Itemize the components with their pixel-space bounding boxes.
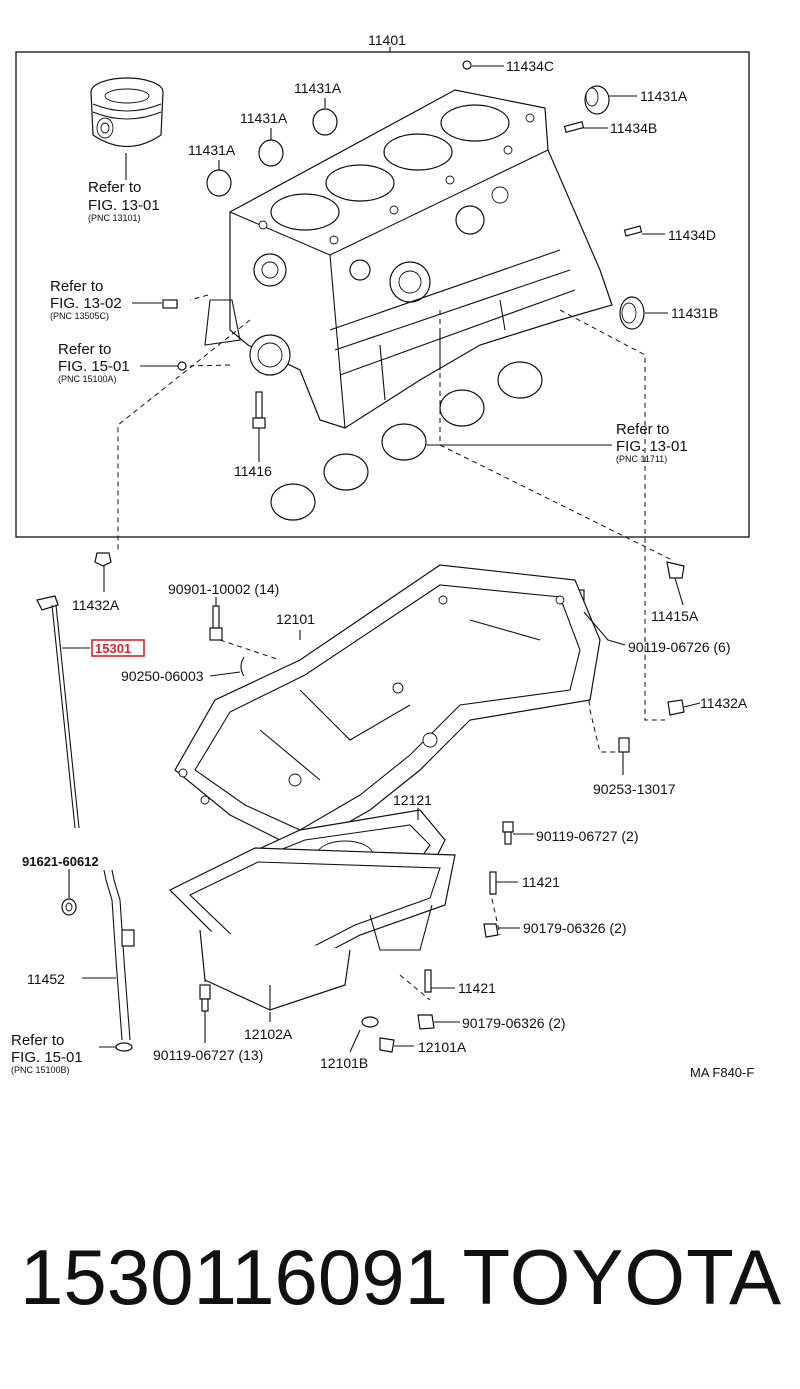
callout-91621-60612: 91621-60612	[22, 854, 99, 869]
ref-15-01a-line2: FIG. 15-01	[58, 358, 130, 375]
oil-pan-upper-12101	[174, 564, 601, 851]
callout-90119-06727-b: 90119-06727 (13)	[153, 1047, 263, 1063]
block-leader-lines	[125, 65, 668, 462]
highlight-box-15301	[91, 639, 145, 657]
assembly-number: 11401	[368, 32, 406, 48]
bolt-90901	[209, 605, 223, 641]
stud-11421-b	[424, 969, 432, 993]
callout-12102A: 12102A	[244, 1026, 293, 1042]
block-group-frame	[15, 51, 750, 538]
ref-bearing-line2: FIG. 13-01	[616, 438, 688, 455]
callout-11434C: 11434C	[506, 58, 554, 74]
ref-15-01b-line2: FIG. 15-01	[11, 1049, 83, 1066]
callout-11416: 11416	[234, 463, 272, 479]
callout-11421-a: 11421	[522, 874, 560, 890]
plug-11432A-left	[94, 552, 112, 567]
callout-90119-06726: 90119-06726 (6)	[628, 639, 730, 655]
drain-plug-12101A	[379, 1037, 395, 1053]
oil-dipstick-15301	[36, 595, 80, 829]
callout-11431A-1: 11431A	[294, 80, 342, 96]
ref-13-02-pnc: (PNC 13505C)	[50, 311, 109, 321]
ref-15-01a-pnc: (PNC 15100A)	[58, 374, 117, 384]
callout-12101B: 12101B	[320, 1055, 368, 1071]
callout-90250-06003: 90250-06003	[121, 668, 204, 684]
callout-11434D: 11434D	[668, 227, 716, 243]
callout-11432A-left: 11432A	[72, 597, 120, 613]
callout-11452: 11452	[27, 971, 65, 987]
callout-90253-13017: 90253-13017	[593, 781, 676, 797]
lower-leader-lines	[62, 566, 701, 1053]
callout-12101: 12101	[276, 611, 315, 627]
pin-11434D	[623, 225, 643, 237]
callout-11431A-3: 11431A	[188, 142, 236, 158]
footer-part-number: 1530116091	[20, 1233, 449, 1321]
ref-15-01a-line1: Refer to	[58, 341, 111, 358]
callout-11421-b: 11421	[458, 980, 496, 996]
callout-90179-06326-a: 90179-06326 (2)	[523, 920, 627, 936]
oil-pan-lower-12102A	[168, 847, 456, 1011]
callout-12121: 12121	[393, 792, 432, 808]
plug-11432A-right	[667, 699, 685, 716]
ref-bearing-pnc: (PNC 11711)	[616, 454, 667, 464]
plug-11434C	[462, 60, 472, 70]
clip-90250	[240, 656, 245, 677]
cup-plug-11431A-2	[258, 139, 284, 167]
footer-brand: TOYOTA	[462, 1233, 782, 1321]
fitting-15-01	[177, 361, 187, 371]
figure-code: MA F840-F	[690, 1065, 754, 1080]
plug-90179-a	[483, 923, 499, 938]
callout-11431A-top-right: 11431A	[640, 88, 688, 104]
ref-13-02-line2: FIG. 13-02	[50, 295, 122, 312]
ref-piston-line2: FIG. 13-01	[88, 197, 160, 214]
callout-11434B: 11434B	[610, 120, 657, 136]
ref-15-01b-line1: Refer to	[11, 1032, 64, 1049]
cup-plug-11431B	[619, 296, 645, 330]
ref-piston-pnc: (PNC 13101)	[88, 213, 141, 223]
cup-plug-11431A-top-right	[584, 85, 610, 115]
cup-plug-11431A-1	[312, 108, 338, 136]
bolt-90253-13017	[618, 737, 630, 753]
stud-11421-a	[489, 871, 497, 895]
callout-11431B: 11431B	[671, 305, 718, 321]
callout-15301-highlighted[interactable]: 15301	[95, 641, 131, 656]
plug-11415A	[666, 561, 685, 579]
gasket-12101B	[361, 1016, 379, 1028]
pin-11434B	[563, 121, 585, 133]
bolt-90119-06727-b	[199, 984, 211, 1012]
callout-90901-10002: 90901-10002 (14)	[168, 581, 279, 597]
ref-bearing-line1: Refer to	[616, 421, 669, 438]
cylinder-block-illustration	[204, 89, 613, 429]
main-bearing-shells	[270, 361, 543, 521]
callout-11431A-2: 11431A	[240, 110, 288, 126]
bolt-90119-06727-a	[502, 821, 514, 845]
grommet-91621	[61, 898, 77, 916]
ref-15-01b-pnc: (PNC 15100B)	[11, 1065, 70, 1075]
cup-plug-11431A-3	[206, 169, 232, 197]
callout-11432A-right: 11432A	[700, 695, 748, 711]
stud-11416	[252, 391, 266, 429]
callout-12101A: 12101A	[418, 1039, 467, 1055]
callout-90119-06727-a: 90119-06727 (2)	[536, 828, 638, 844]
plug-90179-b	[417, 1014, 435, 1030]
callout-11415A: 11415A	[651, 608, 699, 624]
callout-90179-06326-b: 90179-06326 (2)	[462, 1015, 566, 1031]
ref-13-02-line1: Refer to	[50, 278, 103, 295]
piston-illustration	[90, 77, 164, 172]
gauge-guide-11452	[103, 869, 135, 1052]
fitting-13-02	[162, 299, 178, 309]
ref-piston-line1: Refer to	[88, 179, 141, 196]
